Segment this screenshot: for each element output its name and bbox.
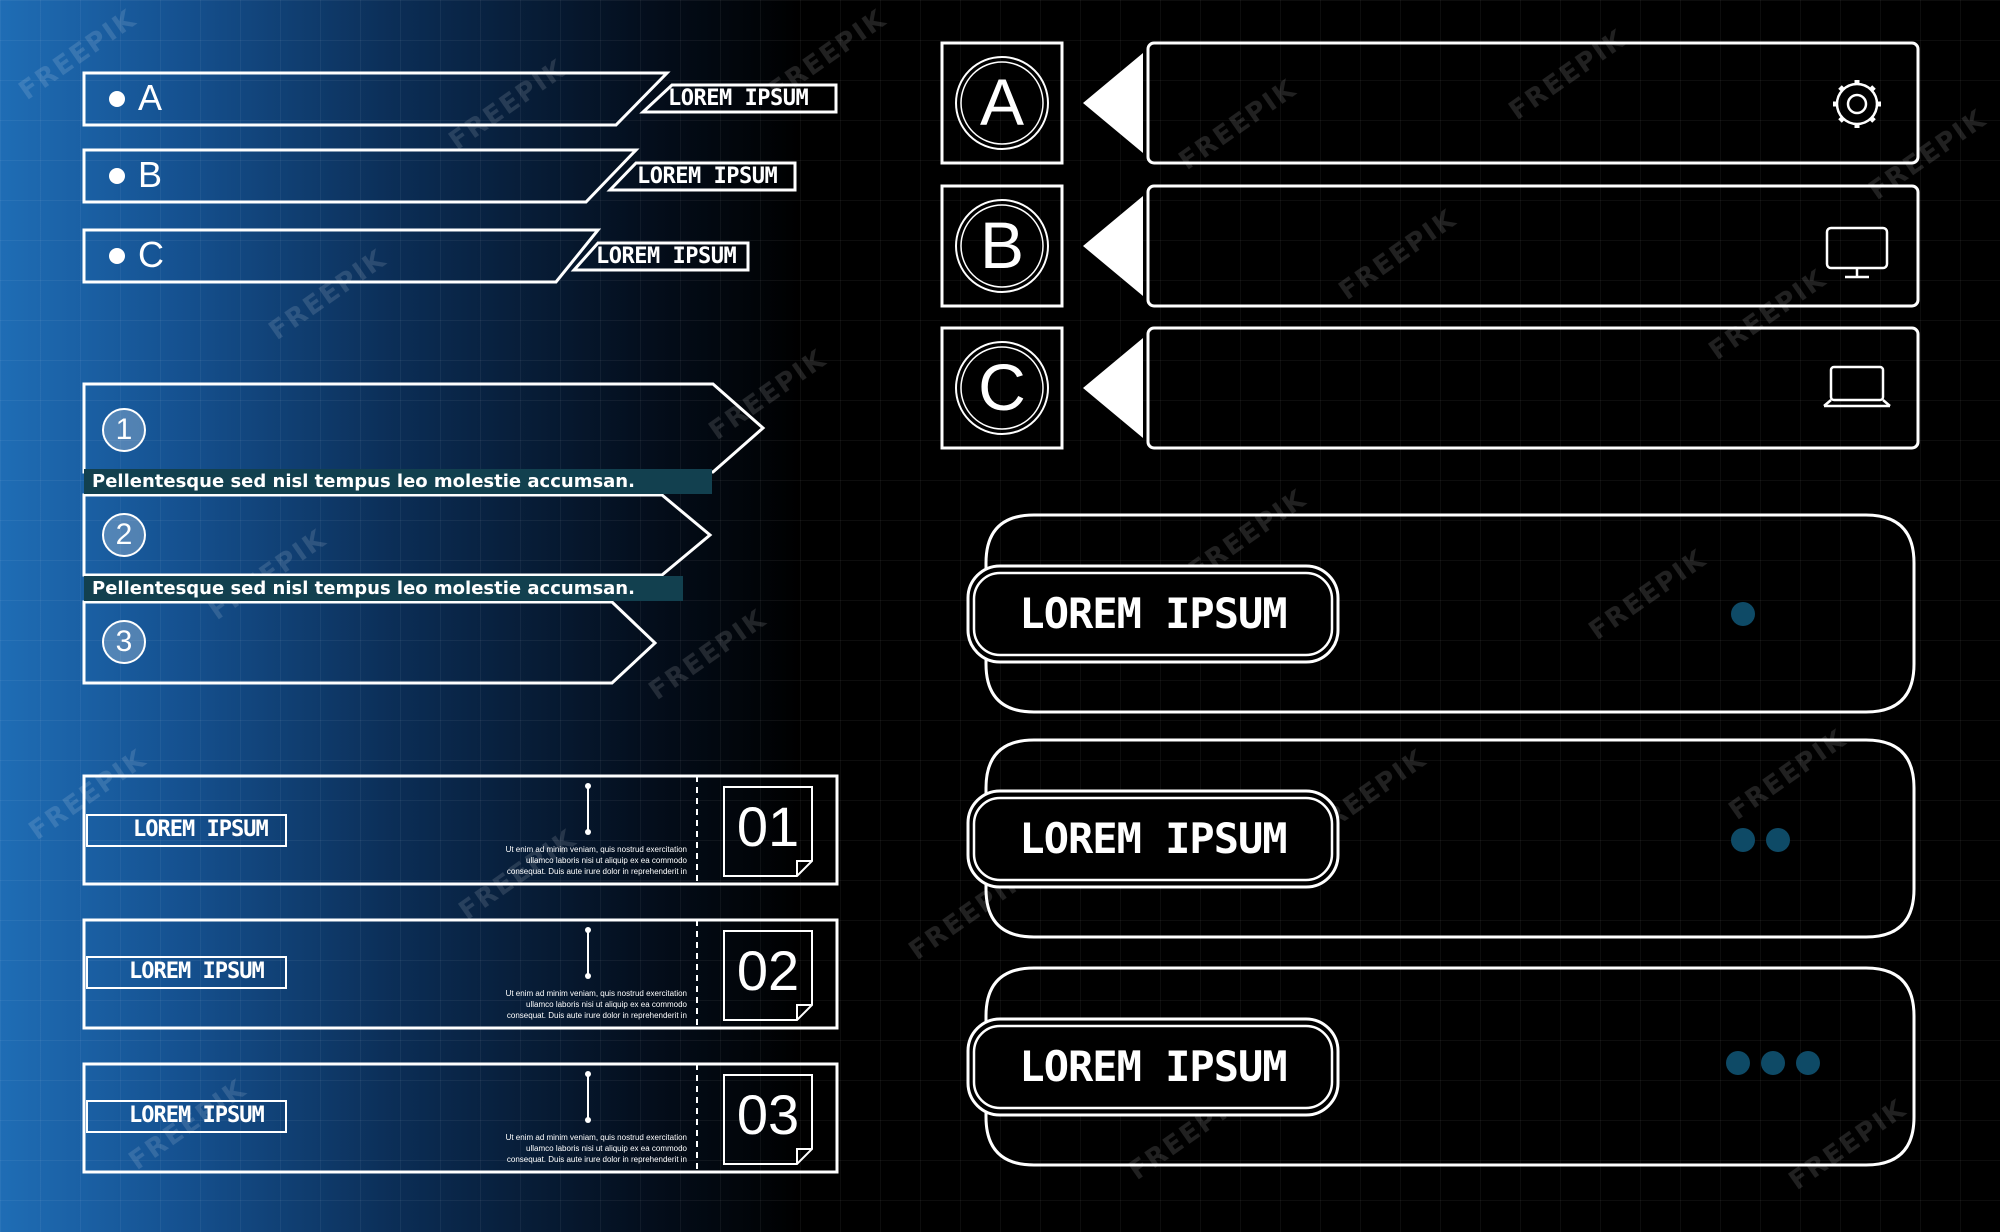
laptop-icon [1823, 365, 1891, 408]
tag-letter: A [138, 77, 163, 118]
letter-panel-b-shape [940, 184, 1920, 308]
box-label: LOREM IPSUM [129, 959, 265, 984]
step-number: 2 [102, 513, 146, 557]
indicator-dot [1796, 1051, 1820, 1075]
box-label: LOREM IPSUM [133, 817, 269, 842]
panel-letter: A [979, 65, 1025, 139]
letter-panel-c-shape [940, 326, 1920, 450]
step-description: Pellentesque sed nisl tempus leo molesti… [84, 469, 712, 494]
step-arrow-3 [82, 600, 658, 685]
tag-row-c-shape [82, 228, 750, 284]
tag-row-a-shape [82, 71, 838, 127]
indicator-dot [1766, 828, 1790, 852]
box-number: 03 [736, 1083, 800, 1146]
pill-panel-2-shape [966, 738, 1916, 939]
box-label: LOREM IPSUM [129, 1103, 265, 1128]
step-description: Pellentesque sed nisl tempus leo molesti… [84, 576, 683, 601]
tag-letter: B [138, 154, 163, 195]
box-body-text: Ut enim ad minim veniam, quis nostrud ex… [505, 989, 687, 1020]
monitor-icon [1825, 226, 1889, 279]
box-number: 02 [736, 939, 800, 1002]
step-number: 3 [102, 620, 146, 664]
pill-label: LOREM IPSUM [1019, 589, 1287, 638]
tag-row-b-shape [82, 148, 797, 204]
box-body-text: Ut enim ad minim veniam, quis nostrud ex… [505, 845, 687, 876]
pill-label: LOREM IPSUM [1019, 814, 1287, 863]
step-number: 1 [102, 408, 146, 452]
pill-panel-1-shape [966, 513, 1916, 714]
panel-letter: B [979, 208, 1025, 282]
panel-letter: C [978, 350, 1026, 424]
tag-label: LOREM IPSUM [637, 164, 778, 189]
indicator-dot [1731, 602, 1755, 626]
indicator-dot [1731, 828, 1755, 852]
letter-panel-a-shape [940, 41, 1920, 165]
tag-letter: C [138, 234, 164, 275]
gear-icon [1833, 80, 1881, 128]
numbered-box-2-shape [82, 918, 839, 1030]
tag-label: LOREM IPSUM [596, 244, 737, 269]
box-body-text: Ut enim ad minim veniam, quis nostrud ex… [505, 1133, 687, 1164]
pill-label: LOREM IPSUM [1019, 1042, 1287, 1091]
step-arrow-2 [82, 493, 713, 577]
numbered-box-3-shape [82, 1062, 839, 1174]
tag-label: LOREM IPSUM [668, 86, 809, 111]
indicator-dot [1761, 1051, 1785, 1075]
step-arrow-1 [82, 382, 766, 474]
box-number: 01 [736, 795, 800, 858]
indicator-dot [1726, 1051, 1750, 1075]
numbered-box-1-shape [82, 774, 839, 886]
pill-panel-3-shape [966, 966, 1916, 1167]
